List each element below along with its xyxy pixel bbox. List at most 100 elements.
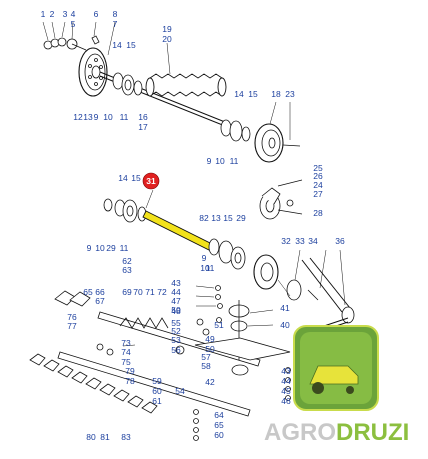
fastener-column: [96, 285, 291, 441]
part-label-41: 41: [280, 303, 290, 313]
part-label-54: 54: [175, 386, 185, 396]
part-label-12: 12: [73, 112, 83, 122]
part-label-17: 17: [138, 122, 148, 132]
part-label-1: 1: [41, 9, 46, 19]
part-label-47: 47: [171, 296, 181, 306]
part-label-15: 15: [248, 89, 258, 99]
part-label-80: 80: [86, 432, 96, 442]
part-label-14: 14: [112, 40, 122, 50]
top-left-hardware: [43, 35, 100, 51]
part-label-65: 65: [83, 287, 93, 297]
part-label-13: 13: [211, 213, 221, 223]
part-label-56: 56: [171, 345, 181, 355]
part-label-42: 42: [205, 377, 215, 387]
part-label-72: 72: [157, 287, 167, 297]
part-label-53: 53: [171, 335, 181, 345]
part-label-10: 10: [215, 156, 225, 166]
part-label-16: 16: [138, 112, 148, 122]
drawing: [29, 21, 355, 441]
part-label-46: 46: [281, 396, 291, 406]
part-label-6: 6: [94, 9, 99, 19]
part-label-25: 25: [313, 163, 323, 173]
part-label-63: 63: [122, 265, 132, 275]
part-label-20: 20: [162, 34, 172, 44]
part-label-7: 7: [113, 19, 118, 29]
bracket-assembly-28: [259, 179, 303, 220]
part-label-58: 58: [201, 361, 211, 371]
logo-druzi: DRUZI: [336, 419, 409, 446]
part-label-50: 50: [171, 305, 181, 315]
part-label-77: 77: [67, 321, 77, 331]
part-label-28: 28: [313, 208, 323, 218]
part-label-43: 43: [171, 278, 181, 288]
bearing-group-right: [208, 238, 302, 301]
part-label-73: 73: [121, 338, 131, 348]
drive-pulley-12: [78, 47, 108, 97]
part-label-9: 9: [94, 112, 99, 122]
part-label-40: 40: [280, 320, 290, 330]
part-label-13: 13: [83, 112, 93, 122]
part-label-45: 45: [281, 386, 291, 396]
part-label-57: 57: [201, 352, 211, 362]
part-label-2: 2: [50, 9, 55, 19]
part-label-74: 74: [121, 347, 131, 357]
part-label-26: 26: [313, 171, 323, 181]
gear-housing-41: [175, 300, 291, 376]
part-label-43: 43: [281, 366, 291, 376]
part-label-66: 66: [95, 287, 105, 297]
part-label-44: 44: [171, 287, 181, 297]
wheel-icon: [346, 386, 354, 394]
part-label-14: 14: [118, 173, 128, 183]
part-label-83: 83: [121, 432, 131, 442]
part-label-48: 48: [171, 306, 181, 316]
part-label-11: 11: [206, 263, 215, 273]
part-label-29: 29: [106, 243, 116, 253]
part-label-69: 69: [122, 287, 132, 297]
part-label-10: 10: [103, 112, 113, 122]
part-label-24: 24: [313, 180, 323, 190]
part-label-15: 15: [223, 213, 233, 223]
part-label-36: 36: [335, 236, 345, 246]
part-label-33: 33: [295, 236, 305, 246]
arm-assembly-36: [301, 257, 355, 324]
part-label-65: 65: [214, 420, 224, 430]
part-label-8: 8: [113, 9, 118, 19]
highlight-number: 31: [146, 176, 156, 186]
part-label-49: 49: [205, 334, 215, 344]
part-label-5: 5: [71, 19, 76, 29]
part-label-76: 76: [67, 312, 77, 322]
part-label-62: 62: [122, 256, 132, 266]
part-label-3: 3: [63, 9, 68, 19]
part-label-60: 60: [152, 386, 162, 396]
part-label-9: 9: [202, 253, 207, 263]
part-label-44: 44: [281, 376, 291, 386]
logo-word-agro: AGRODRUZI: [264, 419, 409, 446]
part-label-71: 71: [145, 287, 155, 297]
part-label-10: 10: [200, 263, 210, 273]
highlight-badge: 31: [142, 172, 160, 190]
part-label-23: 23: [285, 89, 295, 99]
part-label-11: 11: [120, 243, 129, 253]
part-label-15: 15: [126, 40, 136, 50]
bearing-group-middle: [103, 198, 147, 223]
part-label-61: 61: [152, 396, 162, 406]
part-label-82: 82: [199, 213, 209, 223]
combine-icon: [309, 365, 359, 385]
part-label-11: 11: [230, 156, 239, 166]
logo-agro: AGRO: [264, 419, 336, 446]
part-label-70: 70: [133, 287, 143, 297]
part-label-32: 32: [281, 236, 291, 246]
cutter-bar: [29, 290, 261, 417]
part-label-27: 27: [313, 189, 323, 199]
part-label-4: 4: [71, 9, 76, 19]
part-label-67: 67: [95, 296, 105, 306]
part-label-11: 11: [120, 112, 129, 122]
part-label-51: 51: [214, 320, 224, 330]
part-label-9: 9: [207, 156, 212, 166]
part-label-19: 19: [162, 24, 172, 34]
part-label-15: 15: [131, 173, 141, 183]
part-label-79: 79: [125, 366, 135, 376]
roller-19: [145, 73, 227, 97]
